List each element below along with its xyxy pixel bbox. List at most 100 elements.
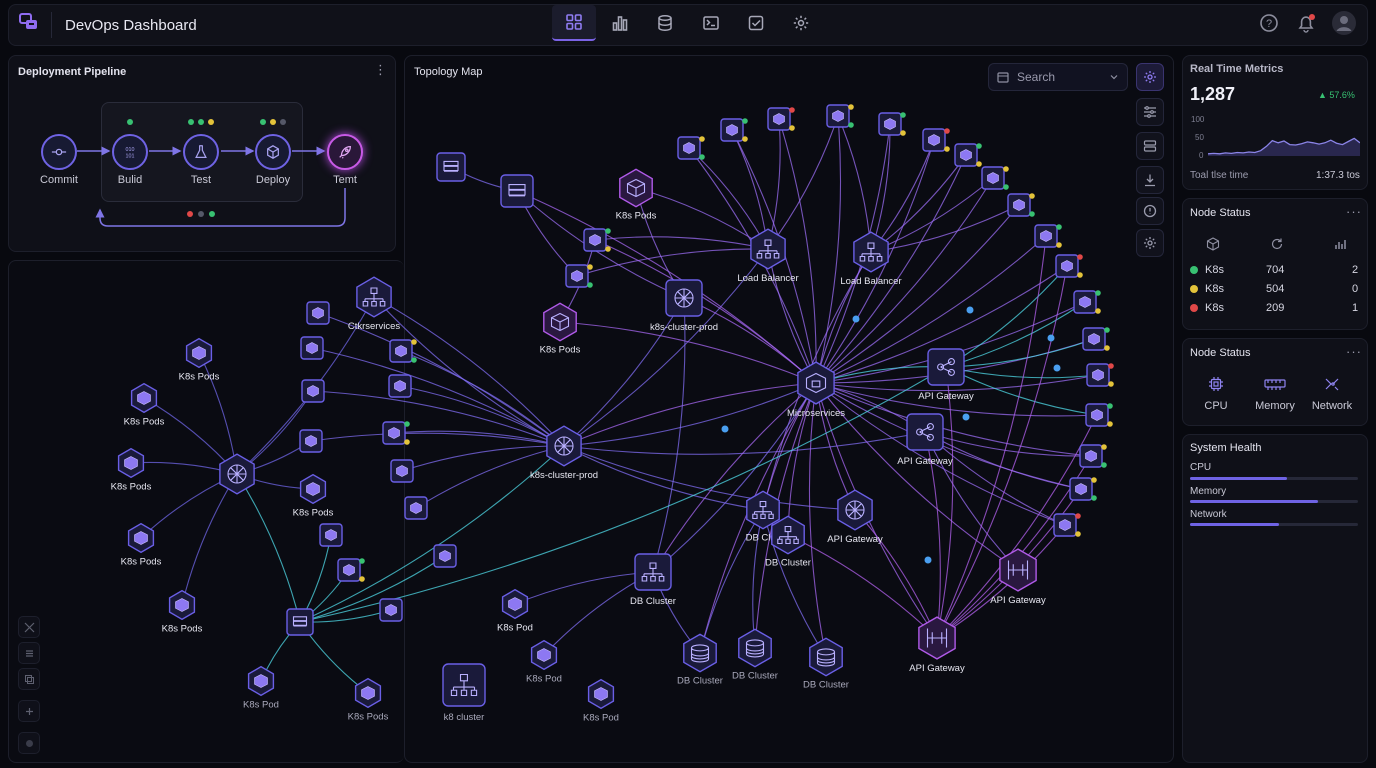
layers-button[interactable] (1136, 132, 1164, 160)
topology-node[interactable] (390, 459, 414, 483)
topology-node[interactable] (767, 107, 795, 131)
topology-node[interactable]: Ctkrservices (348, 276, 401, 332)
copy-button[interactable] (18, 668, 40, 690)
topology-node[interactable]: K8s Pod (583, 678, 619, 724)
topology-node[interactable]: K8s Pods (162, 589, 203, 635)
pipeline-test-node[interactable] (183, 134, 219, 170)
topology-node[interactable] (1055, 254, 1083, 278)
topology-node[interactable] (389, 339, 417, 363)
nav-tasks-tab[interactable] (734, 5, 778, 41)
pipeline-deploy-node[interactable] (255, 134, 291, 170)
topology-node[interactable]: K8s Pods (121, 522, 162, 568)
topology-node[interactable] (583, 228, 611, 252)
topology-node[interactable]: DB Cluster (677, 633, 723, 687)
topology-node[interactable]: DB Cluster (630, 553, 676, 607)
topology-node[interactable]: K8s Pods (540, 302, 581, 356)
fit-view-button[interactable] (18, 616, 40, 638)
topology-node[interactable]: API Gateway (827, 489, 883, 545)
topology-node[interactable]: K8s Pods (179, 337, 220, 383)
pipeline-release-node[interactable] (327, 134, 363, 170)
topology-node[interactable]: K8s Pods (124, 382, 165, 428)
topology-node[interactable]: K8s Pod (243, 665, 279, 711)
topology-node[interactable]: Microservices (787, 361, 845, 419)
memory-icon[interactable] (1264, 376, 1286, 392)
topology-node[interactable]: API Gateway (897, 413, 953, 467)
topology-node[interactable]: K8s Pods (348, 677, 389, 723)
topology-node[interactable] (1079, 444, 1107, 468)
topology-node[interactable] (219, 453, 255, 495)
topology-node[interactable] (382, 421, 410, 445)
topology-node[interactable] (299, 429, 323, 453)
topology-node[interactable] (388, 374, 412, 398)
topology-node[interactable] (404, 496, 428, 520)
node-status2-more-icon[interactable]: ··· (1346, 344, 1362, 359)
topology-node[interactable] (300, 336, 324, 360)
topology-node[interactable] (677, 136, 705, 160)
topology-node[interactable]: Load Balancer (737, 228, 799, 284)
nav-dashboard-tab[interactable] (552, 5, 596, 41)
app-logo-icon[interactable] (18, 11, 40, 33)
topology-node[interactable] (306, 301, 330, 325)
topology-node[interactable] (301, 379, 325, 403)
topology-node[interactable] (436, 152, 466, 182)
topology-node[interactable] (720, 118, 748, 142)
topology-node[interactable]: Load Balancer (840, 231, 902, 287)
node-status-more-icon[interactable]: ··· (1346, 204, 1362, 219)
network-icon[interactable] (1324, 376, 1340, 392)
topology-node[interactable] (1082, 327, 1110, 351)
topology-node[interactable] (922, 128, 950, 152)
topology-node[interactable]: k8s-cluster-prod (650, 279, 718, 333)
alert-button[interactable] (1136, 197, 1164, 225)
cpu-icon[interactable] (1208, 376, 1224, 392)
reset-view-button[interactable] (18, 732, 40, 754)
topology-node[interactable] (878, 112, 906, 136)
topology-node[interactable]: DB Cluster (732, 628, 778, 682)
download-button[interactable] (1136, 166, 1164, 194)
topology-node[interactable] (1085, 403, 1113, 427)
zoom-in-button[interactable] (18, 700, 40, 722)
topology-node[interactable]: K8s Pod (526, 639, 562, 685)
notification-bell-icon[interactable] (1295, 12, 1317, 34)
topology-node[interactable]: API Gateway (990, 548, 1046, 606)
topology-search-input[interactable]: Search (988, 63, 1128, 91)
topology-node[interactable]: k8 cluster (442, 663, 486, 723)
layout-toggle-button[interactable] (1136, 63, 1164, 91)
topology-node[interactable] (1086, 363, 1114, 387)
nav-database-tab[interactable] (643, 5, 687, 41)
pipeline-commit-node[interactable] (41, 134, 77, 170)
topology-node[interactable] (826, 104, 854, 128)
topology-node[interactable] (433, 544, 457, 568)
topology-node[interactable]: DB Cluster (765, 515, 811, 569)
nav-settings-tab[interactable] (779, 5, 823, 41)
topology-node[interactable]: API Gateway (909, 616, 965, 674)
topology-node[interactable] (1007, 193, 1035, 217)
topology-node[interactable] (1034, 224, 1062, 248)
topology-node[interactable]: API Gateway (918, 348, 974, 402)
list-view-button[interactable] (18, 642, 40, 664)
topology-node[interactable] (981, 166, 1009, 190)
settings-button[interactable] (1136, 229, 1164, 257)
topology-node[interactable] (319, 523, 343, 547)
help-icon[interactable]: ? (1258, 12, 1280, 34)
topology-node[interactable]: K8s Pods (293, 473, 334, 519)
topology-node[interactable] (379, 598, 403, 622)
topology-node[interactable] (500, 174, 534, 208)
topology-node[interactable] (1069, 477, 1097, 501)
topology-node[interactable] (337, 558, 365, 582)
topology-node[interactable]: DB Clus (746, 490, 781, 544)
nav-analytics-tab[interactable] (598, 5, 642, 41)
topology-node[interactable]: K8s Pods (616, 168, 657, 222)
topology-node[interactable]: DB Cluster (803, 637, 849, 691)
topology-node[interactable] (1053, 513, 1081, 537)
pipeline-more-icon[interactable]: ⋮ (374, 62, 388, 77)
topology-node[interactable] (954, 143, 982, 167)
nav-terminal-tab[interactable] (689, 5, 733, 41)
topology-node[interactable]: K8s Pod (497, 588, 533, 634)
topology-node[interactable]: K8s Pods (111, 447, 152, 493)
topology-node[interactable]: k8s-cluster-prod (530, 425, 598, 481)
user-avatar[interactable] (1331, 10, 1357, 36)
topology-node[interactable] (565, 264, 593, 288)
topology-node[interactable] (1073, 290, 1101, 314)
